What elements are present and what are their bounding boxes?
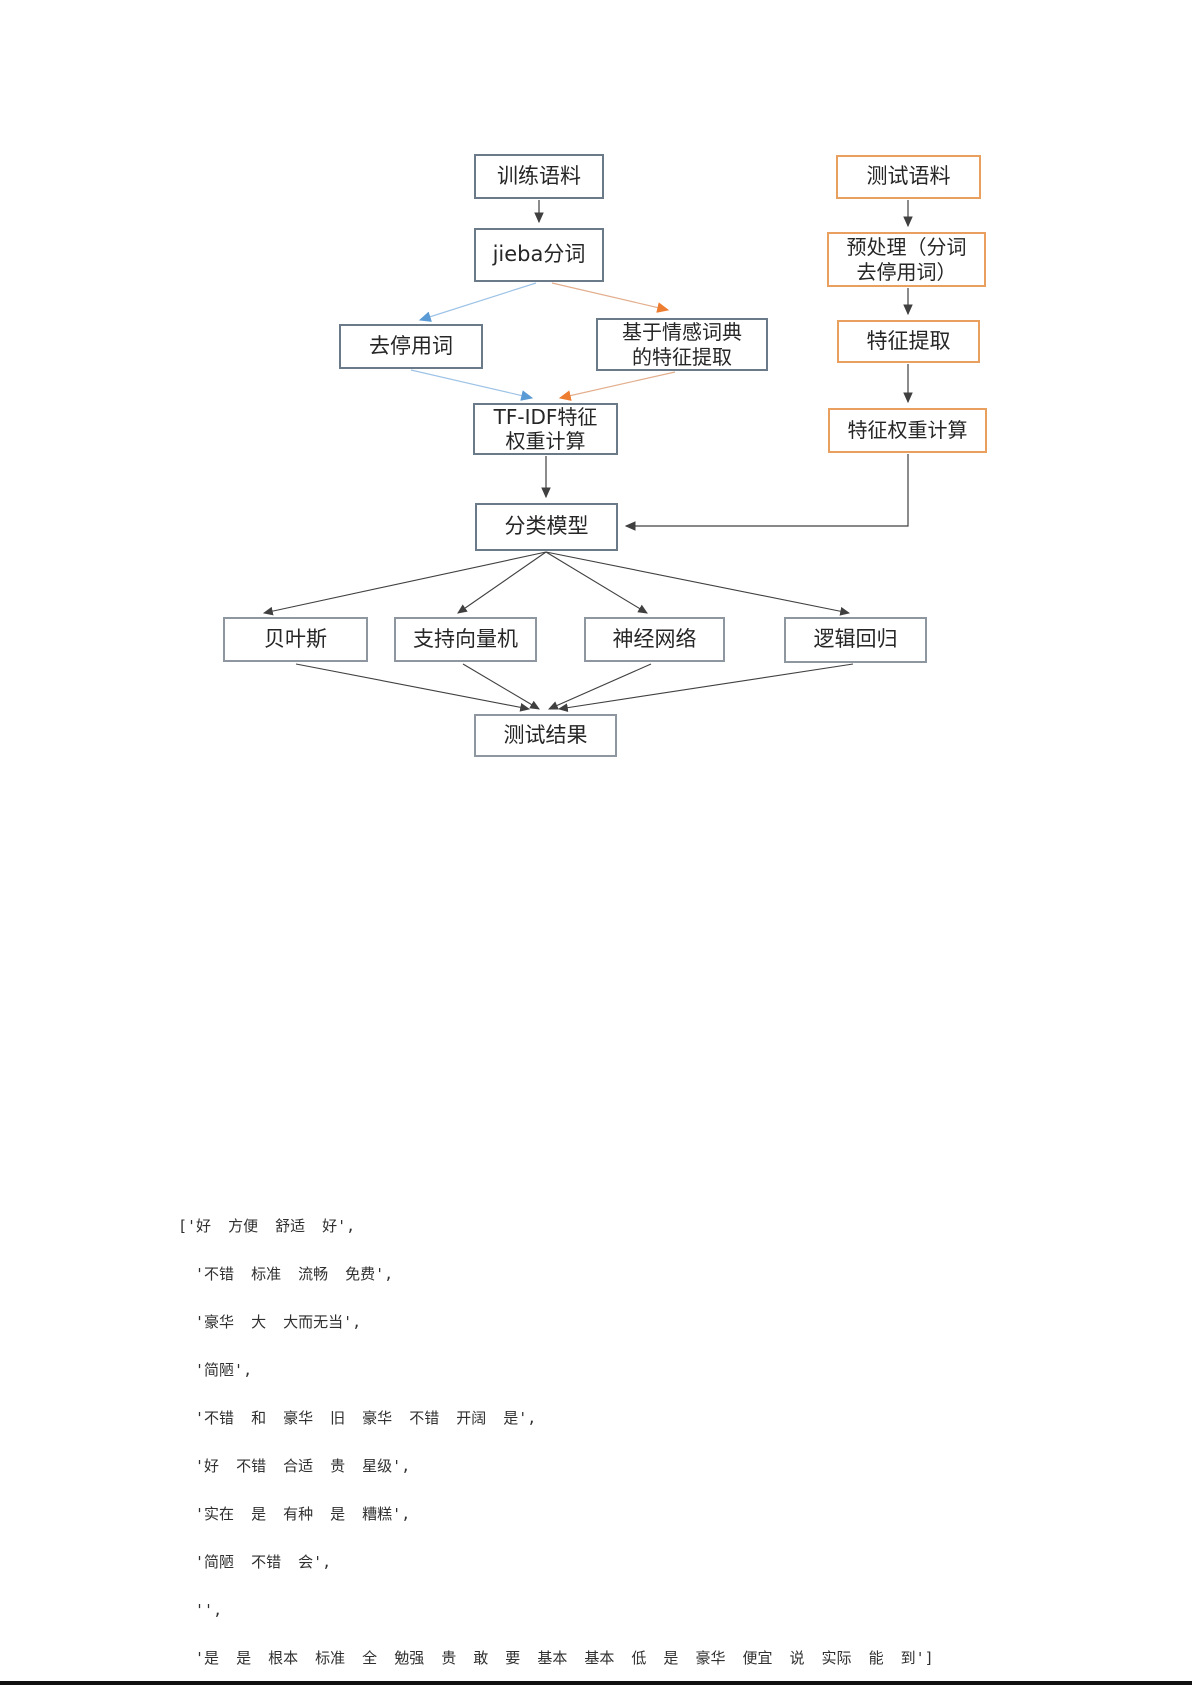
node-remove-stopwords: 去停用词 — [339, 324, 483, 369]
node-classifier-model: 分类模型 — [475, 503, 618, 551]
console-line: '实在 是 有种 是 糟糕', — [178, 1505, 411, 1523]
console-line: '简陋', — [178, 1361, 253, 1379]
node-tfidf-weight: TF-IDF特征 权重计算 — [473, 403, 618, 455]
node-test-corpus: 测试语料 — [836, 155, 981, 199]
console-line: '好 不错 合适 贵 星级', — [178, 1457, 411, 1475]
bottom-edge-bar — [0, 1681, 1192, 1685]
node-neural-network: 神经网络 — [584, 617, 725, 662]
console-line: '是 是 根本 标准 全 勉强 贵 敢 要 基本 基本 低 是 豪华 便宜 说 … — [178, 1649, 934, 1667]
console-line: '', — [178, 1601, 223, 1619]
node-preprocess: 预处理（分词 去停用词） — [827, 232, 986, 287]
console-line: '不错 和 豪华 旧 豪华 不错 开阔 是', — [178, 1409, 537, 1427]
node-test-result: 测试结果 — [474, 714, 617, 757]
console-line: '豪华 大 大而无当', — [178, 1313, 362, 1331]
node-logistic-regression: 逻辑回归 — [784, 617, 927, 663]
console-output: ['好 方便 舒适 好', '不错 标准 流畅 免费', '豪华 大 大而无当'… — [178, 1186, 934, 1685]
console-line: '不错 标准 流畅 免费', — [178, 1265, 394, 1283]
node-train-corpus: 训练语料 — [474, 154, 604, 199]
node-bayes: 贝叶斯 — [223, 617, 368, 662]
node-feature-weight: 特征权重计算 — [828, 408, 987, 453]
node-jieba-segment: jieba分词 — [474, 228, 604, 282]
node-sentiment-dict-features: 基于情感词典 的特征提取 — [596, 318, 768, 371]
console-line: ['好 方便 舒适 好', — [178, 1217, 356, 1235]
node-feature-extraction: 特征提取 — [837, 320, 980, 363]
node-svm: 支持向量机 — [394, 617, 537, 662]
console-line: '简陋 不错 会', — [178, 1553, 332, 1571]
